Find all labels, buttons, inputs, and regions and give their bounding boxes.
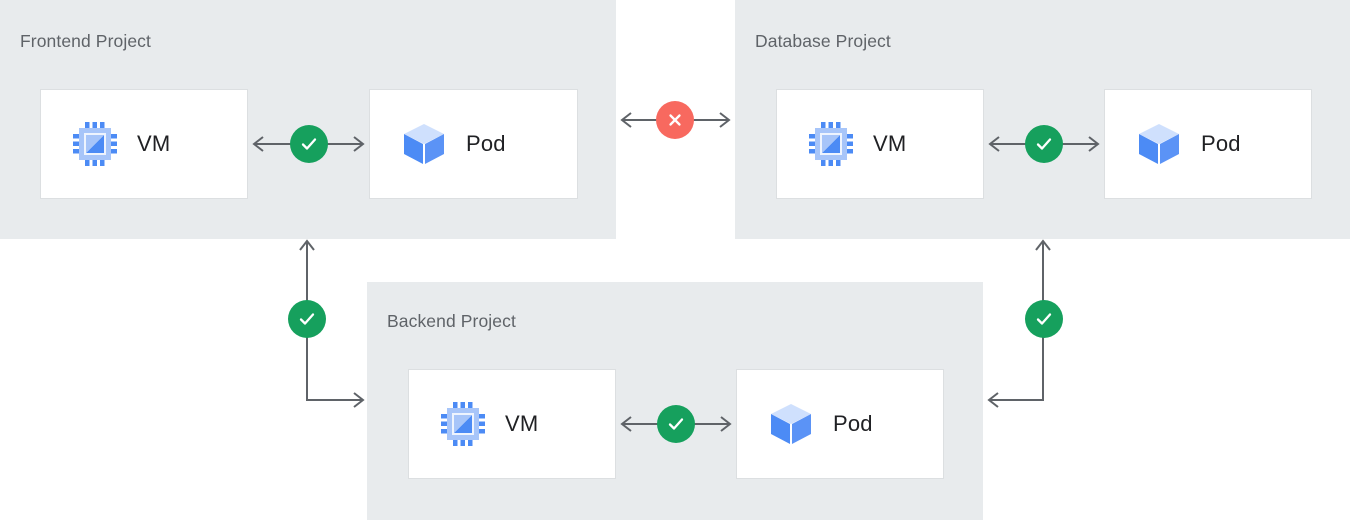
cross-icon (669, 114, 681, 126)
resource-card-database-pod[interactable]: Pod (1104, 89, 1312, 199)
check-icon (1036, 138, 1052, 150)
panel-title-frontend: Frontend Project (20, 31, 151, 51)
pod-cube-icon (1135, 120, 1183, 168)
panel-title-database: Database Project (755, 31, 891, 51)
status-badge-frontend-internal[interactable] (290, 125, 328, 163)
check-icon (299, 313, 315, 325)
status-badge-database-backend[interactable] (1025, 300, 1063, 338)
status-badge-frontend-backend[interactable] (288, 300, 326, 338)
resource-card-backend-pod[interactable]: Pod (736, 369, 944, 479)
resource-label: VM (137, 131, 171, 156)
resource-label: Pod (466, 131, 506, 156)
resource-card-frontend-pod[interactable]: Pod (369, 89, 578, 199)
check-icon (1036, 313, 1052, 325)
resource-card-backend-vm[interactable]: VM (408, 369, 616, 479)
status-badge-database-internal[interactable] (1025, 125, 1063, 163)
check-icon (668, 418, 684, 430)
resource-label: Pod (1201, 131, 1241, 156)
panel-title-backend: Backend Project (387, 311, 516, 331)
check-icon (301, 138, 317, 150)
resource-card-frontend-vm[interactable]: VM (40, 89, 248, 199)
resource-label: VM (873, 131, 907, 156)
vm-chip-icon (807, 120, 855, 168)
pod-cube-icon (400, 120, 448, 168)
resource-label: Pod (833, 411, 873, 436)
status-badge-backend-internal[interactable] (657, 405, 695, 443)
vm-chip-icon (71, 120, 119, 168)
pod-cube-icon (767, 400, 815, 448)
status-badge-frontend-database[interactable] (656, 101, 694, 139)
resource-label: VM (505, 411, 539, 436)
resource-card-database-vm[interactable]: VM (776, 89, 984, 199)
vm-chip-icon (439, 400, 487, 448)
